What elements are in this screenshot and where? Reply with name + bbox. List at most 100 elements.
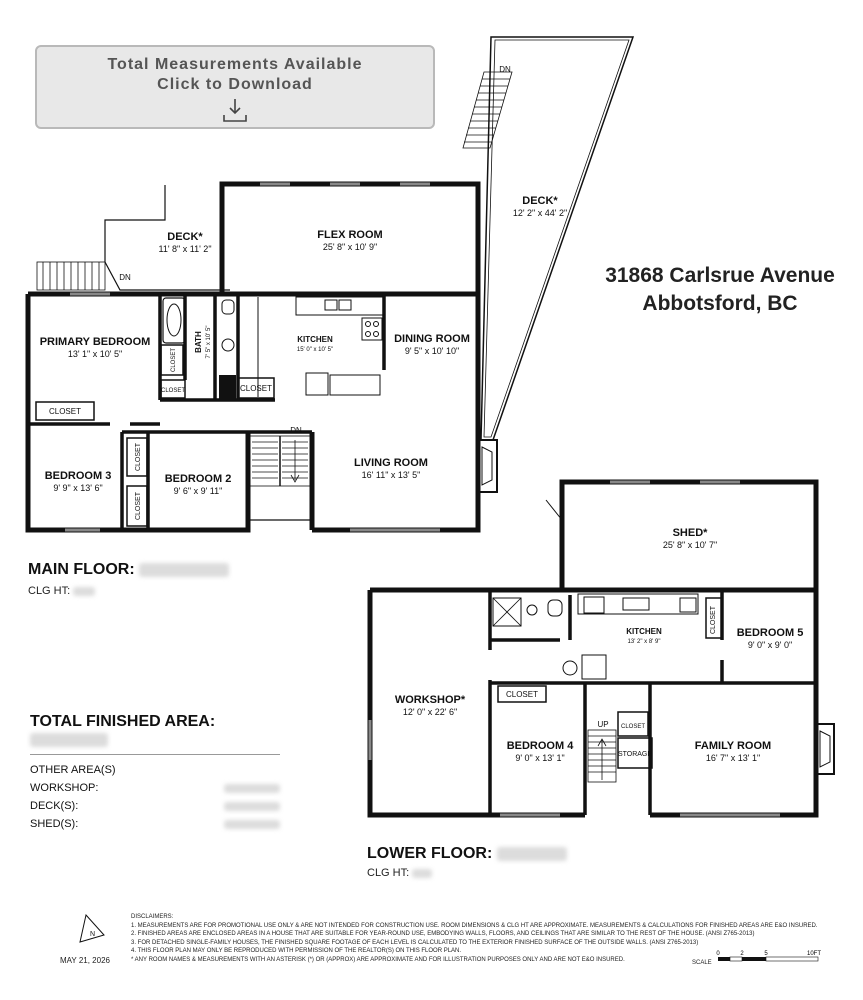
download-measurements-button[interactable]: Total Measurements Available Click to Do… xyxy=(35,45,435,129)
bedroom-2-dim: 9' 6" x 9' 11" xyxy=(174,486,223,496)
area-row-label: DECK(S): xyxy=(30,800,79,812)
scale-tick: 5 xyxy=(764,951,768,957)
redacted-value xyxy=(224,819,280,829)
redacted-value xyxy=(224,801,280,811)
bedroom-3-name: BEDROOM 3 xyxy=(45,470,112,482)
bedroom-4-name: BEDROOM 4 xyxy=(507,740,575,752)
lower-clg-height: CLG HT: xyxy=(367,867,433,879)
area-row: SHED(S): xyxy=(30,815,280,833)
address-line1: 31868 Carlsrue Avenue xyxy=(605,264,835,287)
family-room-dim: 16' 7" x 13' 1" xyxy=(706,753,760,763)
bath-dim: 7' 5" x 10' 5" xyxy=(206,326,212,359)
toilet xyxy=(221,299,235,315)
main-exterior-walls xyxy=(25,291,481,533)
redacted-clg xyxy=(412,868,433,878)
sink xyxy=(526,604,538,616)
disclaimer: DISCLAIMERS: 1. MEASUREMENTS ARE FOR PRO… xyxy=(131,913,831,964)
deck-right-dim: 12' 2" x 44' 2" xyxy=(513,208,567,218)
closet-label: CLOSET xyxy=(135,442,142,471)
redacted-area xyxy=(30,732,108,747)
area-row-label: OTHER AREA(S) xyxy=(30,764,116,776)
lower-kitchen-name: KITCHEN xyxy=(626,627,662,636)
scale-tick: 0 xyxy=(716,951,720,957)
fireplace xyxy=(477,439,498,493)
closet-label: CLOSET xyxy=(171,348,177,372)
workshop-name: WORKSHOP* xyxy=(395,694,466,706)
scale-label: SCALE xyxy=(692,960,712,966)
shed-name: SHED* xyxy=(673,527,709,539)
redacted-clg xyxy=(73,586,96,596)
area-row: DECK(S): xyxy=(30,797,280,815)
workshop-dim: 12' 0" x 22' 6" xyxy=(403,707,457,717)
scale-bar: 0 2 5 10FT xyxy=(716,951,821,962)
kitchen-counters xyxy=(257,296,385,397)
storage-label: STORAGE xyxy=(618,751,652,758)
deck-left-stairs xyxy=(36,261,106,291)
area-row-label: WORKSHOP: xyxy=(30,782,99,794)
north-label: N xyxy=(90,931,95,938)
main-clg-height: CLG HT: xyxy=(28,585,96,597)
property-address: 31868 Carlsrue Avenue Abbotsford, BC xyxy=(600,262,840,318)
fireplace xyxy=(815,723,835,775)
closet-label: CLOSET xyxy=(621,724,645,730)
area-summary: TOTAL FINISHED AREA: OTHER AREA(S) WORKS… xyxy=(30,713,280,833)
lower-floor-plan xyxy=(367,479,835,818)
disclaimer-line: 1. MEASUREMENTS ARE FOR PROMOTIONAL USE … xyxy=(131,922,818,929)
lower-kitchen-dim: 13' 2" x 8' 9" xyxy=(628,639,661,645)
lower-floor-title: LOWER FLOOR: xyxy=(367,845,493,862)
address-line2: Abbotsford, BC xyxy=(642,292,798,315)
primary-bedroom-name: PRIMARY BEDROOM xyxy=(40,336,151,348)
main-floor-title: MAIN FLOOR: xyxy=(28,561,135,578)
toilet xyxy=(547,599,563,617)
lower-floor-label: LOWER FLOOR: xyxy=(367,845,567,863)
redacted-area xyxy=(496,846,567,861)
main-clg-label: CLG HT: xyxy=(28,585,71,597)
bath-name: BATH xyxy=(194,331,203,353)
download-box-line1: Total Measurements Available xyxy=(107,56,363,73)
deck-left-name: DECK* xyxy=(167,231,203,243)
up-label: UP xyxy=(597,720,608,729)
sink xyxy=(221,338,235,352)
area-row-label: SHED(S): xyxy=(30,818,79,830)
download-box-line2: Click to Download xyxy=(157,76,313,93)
dn-label-left: DN xyxy=(119,273,131,282)
plan-date: MAY 21, 2026 xyxy=(60,956,110,965)
lower-clg-label: CLG HT: xyxy=(367,867,410,879)
redacted-value xyxy=(224,783,280,793)
disclaimer-line: 2. FINISHED AREAS ARE ENCLOSED AREAS IN … xyxy=(131,931,755,937)
divider xyxy=(30,754,280,755)
bedroom-5-name: BEDROOM 5 xyxy=(737,627,804,639)
main-floor-labels: DECK* 11' 8" x 11' 2" DN DN FLEX ROOM 25… xyxy=(40,65,568,520)
main-stairs xyxy=(249,435,311,487)
flex-room-dim: 25' 8" x 10' 9" xyxy=(323,242,377,252)
closet-label: CLOSET xyxy=(161,388,185,394)
deck-stairs xyxy=(462,71,513,149)
closet-label: CLOSET xyxy=(710,605,717,634)
lower-floor-labels: SHED* 25' 8" x 10' 7" KITCHEN 13' 2" x 8… xyxy=(395,527,803,763)
deck-left-outline xyxy=(104,185,230,291)
kitchen-dim: 15' 0" x 10' 5" xyxy=(297,347,333,353)
area-row: WORKSHOP: xyxy=(30,779,280,797)
deck-left-dim: 11' 8" x 11' 2" xyxy=(158,244,211,254)
deck-right-name: DECK* xyxy=(522,195,558,207)
primary-bedroom-dim: 13' 1" x 10' 5" xyxy=(68,349,122,359)
shower xyxy=(492,597,522,627)
shed-dim: 25' 8" x 10' 7" xyxy=(663,540,717,550)
family-room-name: FAMILY ROOM xyxy=(695,740,771,752)
closet-label: CLOSET xyxy=(49,407,81,416)
closet-label: CLOSET xyxy=(240,384,272,393)
north-arrow-icon: N xyxy=(79,913,105,943)
download-icon xyxy=(223,99,247,122)
bedroom-5-dim: 9' 0" x 9' 0" xyxy=(748,640,792,650)
kitchen-name: KITCHEN xyxy=(297,335,333,344)
bedroom-3-dim: 9' 9" x 13' 6" xyxy=(53,483,102,493)
bedroom-2-name: BEDROOM 2 xyxy=(165,473,232,485)
main-floor-label: MAIN FLOOR: xyxy=(28,561,230,579)
disclaimer-line: 4. THIS FLOOR PLAN MAY ONLY BE REPRODUCE… xyxy=(131,948,462,954)
living-room-dim: 16' 11" x 13' 5" xyxy=(362,470,421,480)
dn-label-deck: DN xyxy=(499,65,511,74)
shed-walls xyxy=(559,479,819,588)
closet-label: CLOSET xyxy=(135,491,142,520)
disclaimer-title: DISCLAIMERS: xyxy=(131,914,174,920)
